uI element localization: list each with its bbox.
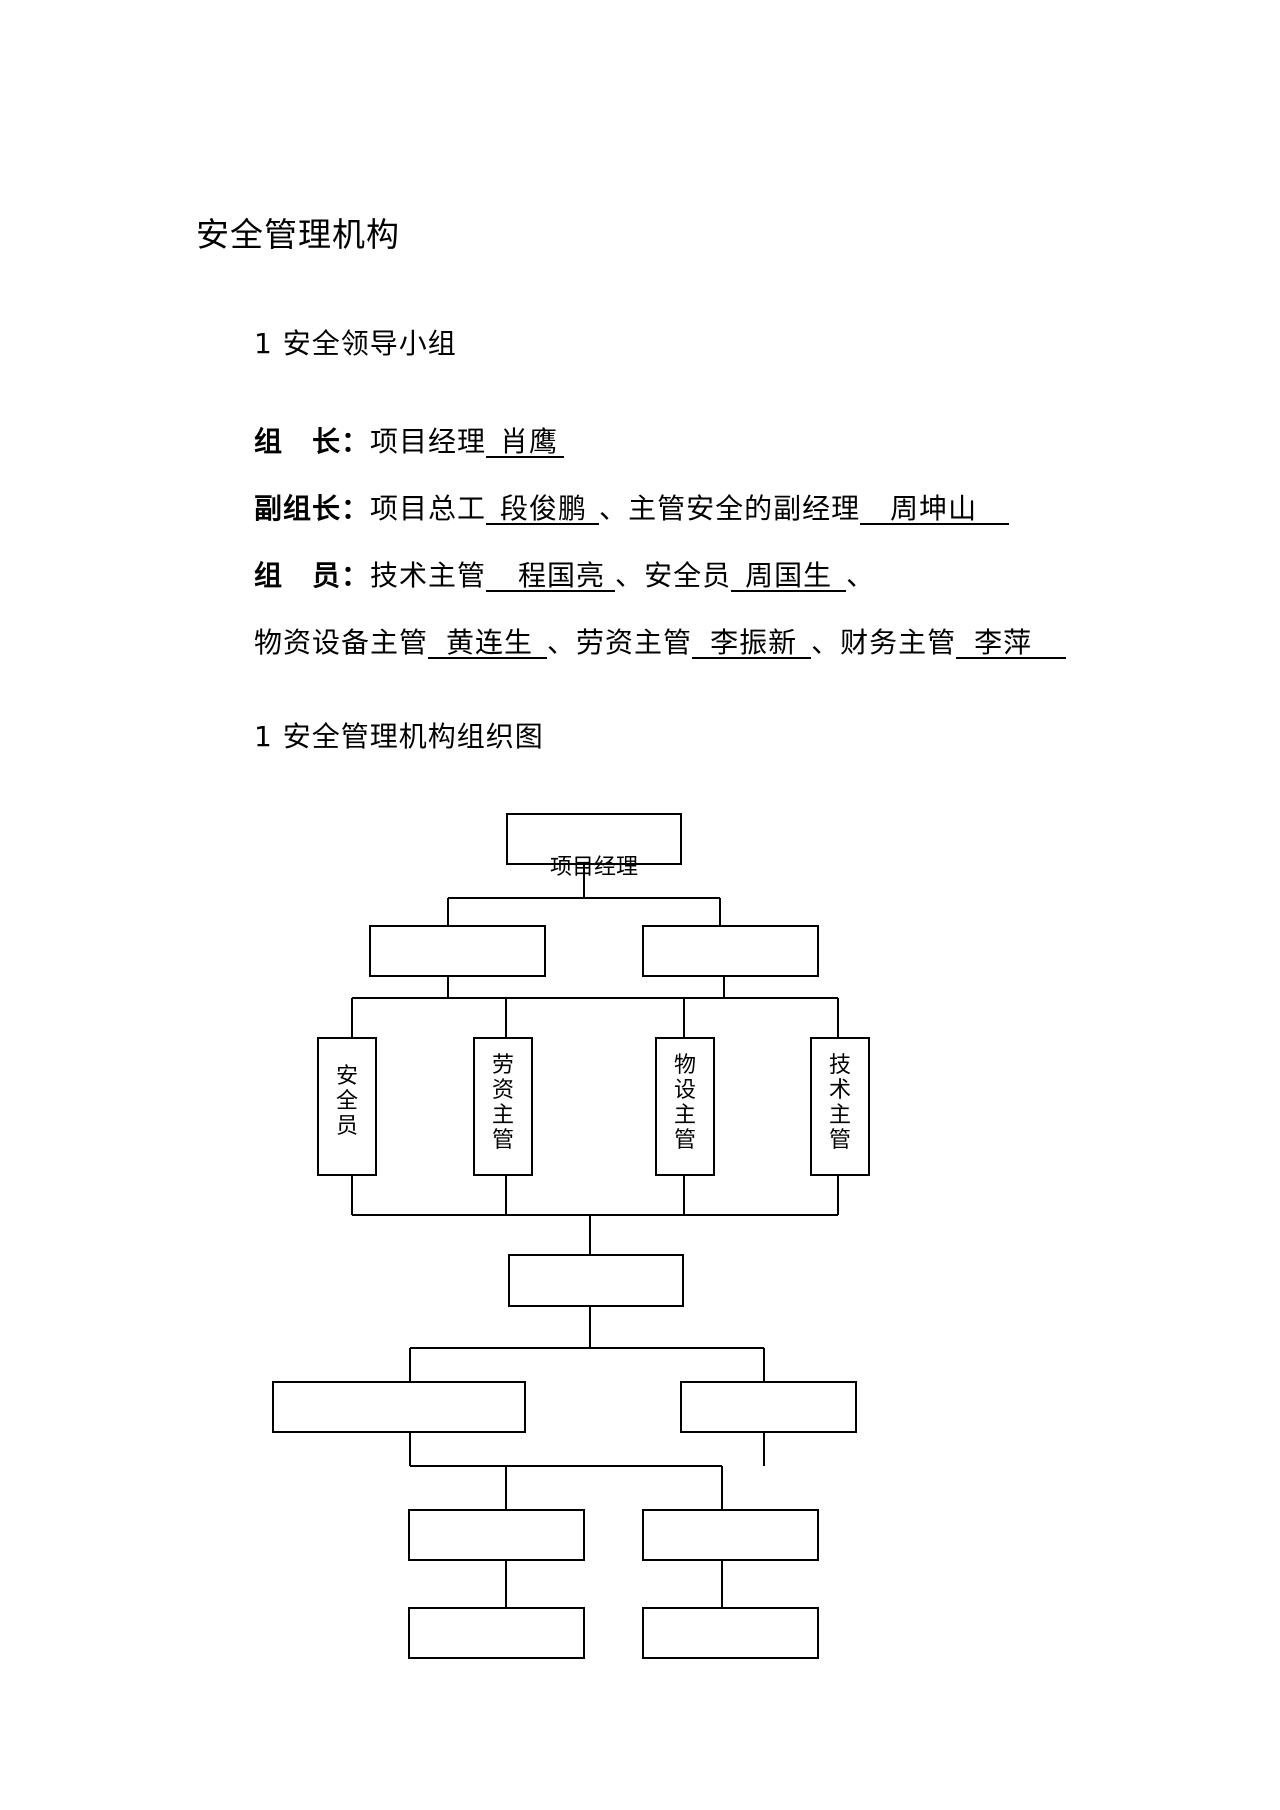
box-work-team-right bbox=[642, 1509, 819, 1561]
members-label: 组 员： bbox=[254, 559, 371, 592]
deputy-label: 副组长： bbox=[254, 492, 371, 525]
org-connectors bbox=[351, 864, 839, 1608]
members-line-1: 组 员：技术主管程国亮、安全员周国生、 bbox=[254, 554, 875, 594]
page-title: 安全管理机构 bbox=[196, 215, 400, 254]
box-labor-supervisor bbox=[473, 1037, 533, 1176]
member-role-safety: 安全员 bbox=[644, 559, 732, 592]
leader-name: 肖鹰 bbox=[486, 427, 565, 459]
box-materials-char-2: 设 bbox=[674, 1078, 696, 1103]
box-labor-char-1: 劳 bbox=[492, 1053, 514, 1078]
deputy-name2: 周坤山 bbox=[860, 494, 1010, 526]
member-name-labor: 李振新 bbox=[692, 628, 812, 660]
box-materials-char-3: 主 bbox=[674, 1103, 696, 1128]
box-deputy-manager bbox=[369, 925, 546, 977]
box-tech-char-2: 术 bbox=[829, 1078, 851, 1103]
member-name-tech: 程国亮 bbox=[486, 561, 616, 593]
leader-label: 组 长： bbox=[254, 425, 371, 458]
box-tech-char-4: 管 bbox=[829, 1128, 851, 1153]
member-role-materials: 物资设备主管 bbox=[254, 626, 429, 659]
member-name-finance: 李萍 bbox=[956, 628, 1067, 660]
deputy-role2: 主管安全的副经理 bbox=[628, 492, 861, 525]
member-name-materials: 黄连生 bbox=[428, 628, 548, 660]
member-role-tech: 技术主管 bbox=[370, 559, 487, 592]
box-work-team-left bbox=[408, 1509, 585, 1561]
box-safety-officer-char-2: 全 bbox=[336, 1089, 358, 1114]
deputy-role1: 项目总工 bbox=[370, 492, 487, 525]
leader-line: 组 长：项目经理肖鹰 bbox=[254, 420, 565, 460]
member-role-labor: 劳资主管 bbox=[576, 626, 693, 659]
member-separator: 、 bbox=[811, 626, 841, 659]
deputy-name1: 段俊鹏 bbox=[486, 494, 600, 526]
section-heading-orgchart: 1 安全管理机构组织图 bbox=[254, 720, 544, 753]
deputy-separator: 、 bbox=[599, 492, 629, 525]
member-separator: 、 bbox=[547, 626, 577, 659]
box-safety-inspector bbox=[272, 1381, 526, 1433]
box-labor-char-4: 管 bbox=[492, 1128, 514, 1153]
box-chief-engineer bbox=[642, 925, 819, 977]
box-labor-char-3: 主 bbox=[492, 1103, 514, 1128]
deputy-line: 副组长：项目总工段俊鹏、主管安全的副经理周坤山 bbox=[254, 487, 1010, 527]
leader-role: 项目经理 bbox=[370, 425, 487, 458]
box-safety-officer-char-3: 员 bbox=[336, 1114, 358, 1139]
box-tech-char-1: 技 bbox=[829, 1053, 851, 1078]
box-materials-char-1: 物 bbox=[674, 1053, 696, 1078]
member-separator: 、 bbox=[615, 559, 645, 592]
box-project-manager-label: 项目经理 bbox=[550, 855, 638, 880]
member-separator: 、 bbox=[846, 559, 876, 592]
box-labor-char-2: 资 bbox=[492, 1078, 514, 1103]
box-foreman bbox=[680, 1381, 857, 1433]
box-materials-supervisor bbox=[655, 1037, 715, 1176]
box-worker-left bbox=[408, 1607, 585, 1659]
box-worker-right bbox=[642, 1607, 819, 1659]
members-line-2: 物资设备主管黄连生、劳资主管李振新、财务主管李萍 bbox=[254, 621, 1067, 661]
box-safety-officer-char-1: 安 bbox=[336, 1064, 358, 1089]
member-role-finance: 财务主管 bbox=[840, 626, 957, 659]
box-tech-char-3: 主 bbox=[829, 1103, 851, 1128]
member-name-safety: 周国生 bbox=[731, 561, 847, 593]
box-project-manager bbox=[506, 813, 682, 865]
box-work-team-leader bbox=[508, 1254, 684, 1307]
section-heading-leadership: 1 安全领导小组 bbox=[254, 327, 457, 360]
box-safety-officer bbox=[317, 1037, 377, 1176]
box-materials-char-4: 管 bbox=[674, 1128, 696, 1153]
box-technical-supervisor bbox=[810, 1037, 870, 1176]
